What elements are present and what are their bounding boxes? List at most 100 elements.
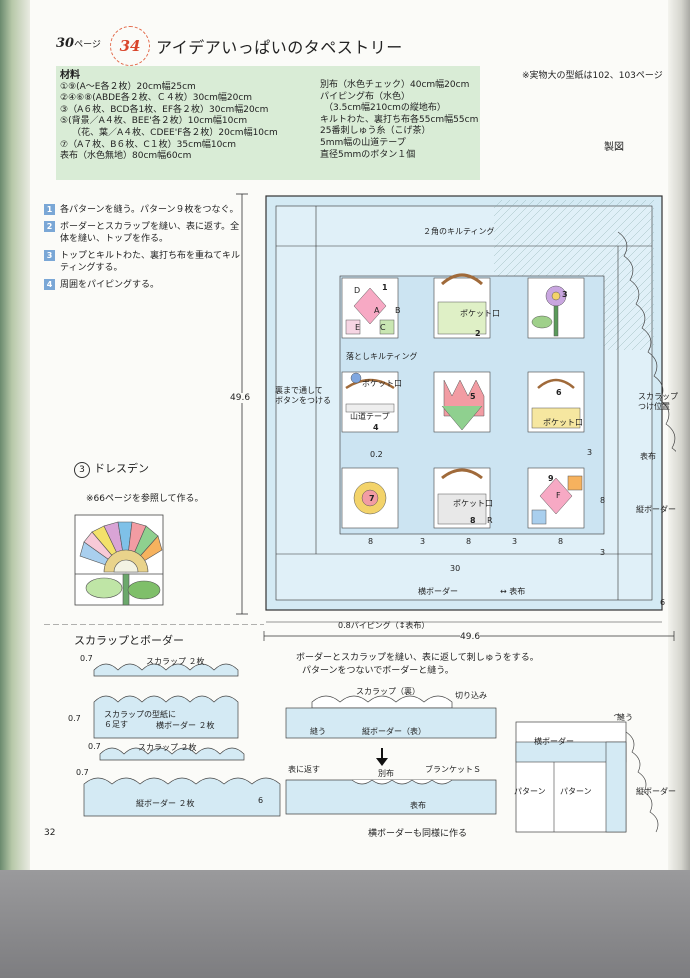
block-number-9: 9 xyxy=(548,474,554,483)
diagram-label: 製図 xyxy=(604,142,624,153)
omote-fabric-label: 表布 xyxy=(640,452,656,461)
construction-description: ボーダーとスカラップを縫い、表に返して刺しゅうをする。 パターンをつないでボーダ… xyxy=(296,652,539,678)
materials-box: 材料 ①⑨(A～E各２枚）20cm幅25cm ②④⑥⑧(ABDE各２枚、Ｃ４枚）… xyxy=(56,66,480,180)
block-number-7: 7 xyxy=(369,494,375,503)
pocket-label: ポケット口 xyxy=(453,499,493,508)
block-number-2: 2 xyxy=(475,329,481,338)
kirikomi-label: 切り込み xyxy=(455,691,487,700)
block-letter: B xyxy=(395,306,401,315)
omote-fu-label: 表布 xyxy=(410,801,426,810)
block-number-1: 1 xyxy=(382,283,388,292)
materials-heading: 材料 xyxy=(60,70,80,81)
page-shadow xyxy=(0,870,690,978)
construction-illustration xyxy=(285,695,497,815)
material-line: 直径5mmのボタン１個 xyxy=(320,149,416,160)
nuu-label: 縫う xyxy=(310,727,326,736)
block-letter: D xyxy=(354,286,361,295)
scallop-reverse-label: スカラップ（裏） xyxy=(356,687,420,696)
dresden-number: 3 xyxy=(74,462,90,478)
arrow-omote-text: 表布 xyxy=(509,587,526,596)
seam-allowance: 0.7 xyxy=(68,714,81,723)
detail-pattern-label: パターン xyxy=(514,787,546,796)
dimension-3: 3 xyxy=(420,537,426,546)
construction-line: パターンをつないでボーダーと縫う。 xyxy=(302,666,454,676)
material-line: ③（A６枚、BCD各1枚、EF各２枚）30cm幅20cm xyxy=(60,104,269,115)
yoko-scallop-note: スカラップの型紙に ６足す xyxy=(104,710,176,729)
step-text: 各パターンを縫う。パターン９枚をつなぐ。 xyxy=(60,205,239,215)
block-number-3: 3 xyxy=(562,290,568,299)
scallop-count-label: スカラップ ２枚 xyxy=(138,743,197,752)
page-edge-left xyxy=(0,0,30,870)
material-line: 表布（水色無地）80cm幅60cm xyxy=(60,151,192,162)
page-number: 30 xyxy=(56,36,75,51)
height-dimension xyxy=(236,193,248,615)
dresden-heading: 3 ドレスデン xyxy=(74,460,149,478)
block-letter: A xyxy=(374,306,380,315)
step-number: 3 xyxy=(44,250,55,261)
corner-detail-illustration xyxy=(515,714,659,833)
omote-ni-kaesu-label: 表に返す xyxy=(288,765,320,774)
quilting-label: ２角のキルティング xyxy=(423,227,495,236)
materials-right-column: 別布（水色チェック）40cm幅20cm パイピング布（水色） （3.5cm幅21… xyxy=(320,80,478,161)
step-number: 4 xyxy=(44,279,55,290)
tate-border-omote-label: 縦ボーダー（表） xyxy=(362,727,426,736)
block-number-6: 6 xyxy=(556,388,562,397)
dimension-0.2: 0.2 xyxy=(370,450,383,459)
betsu-nuno-label: 別布 xyxy=(378,769,394,778)
step-item: 3 トップとキルトわた、裏打ち布を重ねてキルティングする。 xyxy=(44,250,240,274)
step-text: トップとキルトわた、裏打ち布を重ねてキルティングする。 xyxy=(60,251,241,273)
step-item: 4 周囲をパイピングする。 xyxy=(44,279,240,291)
step-text: ボーダーとスカラップを縫い、表に返す。全体を縫い、トップを作る。 xyxy=(60,222,240,244)
page-reference: 30ページ xyxy=(56,36,101,51)
block-letter: C xyxy=(380,323,386,332)
material-line: 25番刺しゅう糸（こげ茶） xyxy=(320,126,431,137)
folio: 32 xyxy=(44,828,56,838)
ochi-quilting-label: 落としキルティング xyxy=(346,352,418,361)
dimension-8: 8 xyxy=(558,537,564,546)
dresden-block-illustration xyxy=(74,514,164,606)
dresden-note: ※66ページを参照して作る。 xyxy=(86,494,204,504)
arrow-omote-label: ↔ 表布 xyxy=(500,587,526,596)
material-line: ②④⑥⑧(ABDE各２枚、Ｃ４枚）30cm幅20cm xyxy=(60,93,253,104)
yoko-border-same-note: 横ボーダーも同様に作る xyxy=(368,829,468,839)
dimension-6: 6 xyxy=(660,598,666,607)
tapestry-diagram xyxy=(265,195,676,623)
block-letter: R xyxy=(487,516,493,525)
width-dimension-label: 49.6 xyxy=(460,632,481,642)
material-line: （3.5cm幅210cmの縦地布） xyxy=(324,103,446,114)
materials-left-column: 材料 ①⑨(A～E各２枚）20cm幅25cm ②④⑥⑧(ABDE各２枚、Ｃ４枚）… xyxy=(60,70,278,163)
material-line: ⑦（A７枚、B６枚、C１枚）35cm幅10cm xyxy=(60,139,237,150)
dimension-30: 30 xyxy=(450,564,461,573)
page-title: アイデアいっぱいのタペストリー xyxy=(156,38,403,57)
dimension-6: 6 xyxy=(258,796,264,805)
material-line: ①⑨(A～E各２枚）20cm幅25cm xyxy=(60,81,196,92)
piping-note: 0.8パイピング（↕表布） xyxy=(338,621,430,630)
detail-tate-border-label: 縦ボーダー xyxy=(636,787,676,796)
scallop-position-label: スカラップ つけ位置 xyxy=(638,392,678,411)
button-note: 裏まで通して ボタンをつける xyxy=(275,386,331,405)
dimension-8: 8 xyxy=(466,537,472,546)
material-line: 5mm幅の山道テープ xyxy=(320,137,406,148)
material-line: （花、葉／A４枚、CDEE'F各２枚）20cm幅10cm xyxy=(72,127,278,138)
block-letter: F xyxy=(556,491,561,500)
page: 30ページ 3 4 アイデアいっぱいのタペストリー 材料 ①⑨(A～E各２枚）20… xyxy=(0,0,690,870)
scallop-border-pieces xyxy=(44,624,281,817)
detail-yoko-border-label: 横ボーダー xyxy=(534,737,574,746)
dresden-title: ドレスデン xyxy=(94,462,149,475)
height-dimension-label: 49.6 xyxy=(230,393,251,403)
material-line: キルトわた、裏打ち布各55cm幅55cm xyxy=(320,114,479,125)
dimension-8: 8 xyxy=(600,496,606,505)
pocket-label: ポケット口 xyxy=(362,379,402,388)
construction-line: ボーダーとスカラップを縫い、表に返して刺しゅうをする。 xyxy=(296,653,539,663)
seam-allowance: 0.7 xyxy=(80,654,93,663)
block-number-4: 4 xyxy=(373,423,379,432)
material-line: 別布（水色チェック）40cm幅20cm xyxy=(320,80,470,90)
yoko-border-count-label: 横ボーダー ２枚 xyxy=(156,721,215,730)
block-number-5: 5 xyxy=(470,392,476,401)
yoko-border-label: 横ボーダー xyxy=(418,587,458,596)
detail-pattern-label: パターン xyxy=(560,787,592,796)
step-text: 周囲をパイピングする。 xyxy=(60,280,160,290)
material-line: ⑤(背景／A４枚、BEE'各２枚）10cm幅10cm xyxy=(60,116,248,127)
